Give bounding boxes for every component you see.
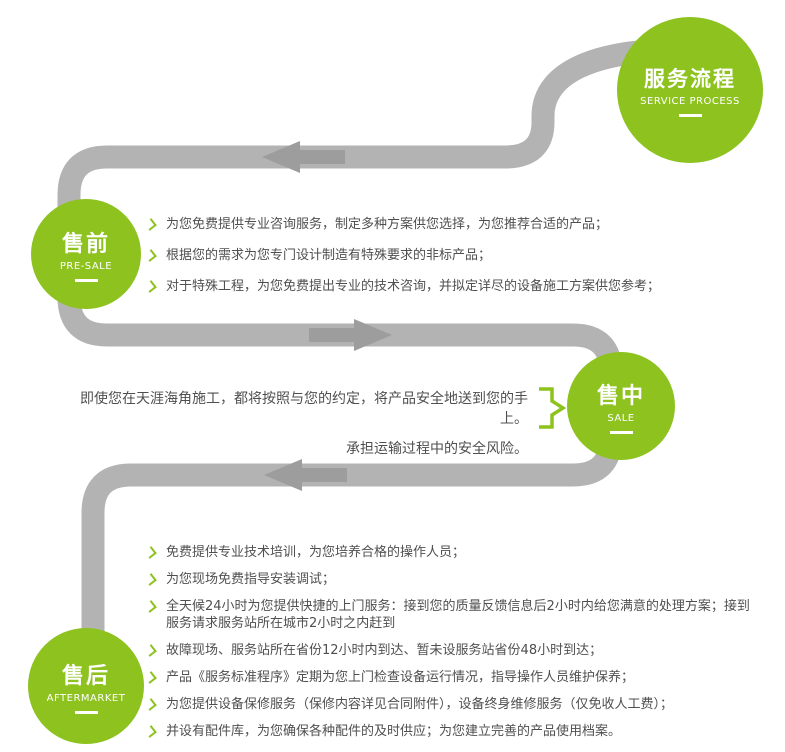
sale-label-zh: 售中 [596, 384, 645, 409]
list-item-text: 并设有配件库，为您确保各种配件的及时供应；为您建立完善的产品使用档案。 [166, 724, 622, 739]
presale-list: 为您免费提供专业咨询服务，制定多种方案供您选择，为您推荐合适的产品； 根据您的需… [144, 216, 716, 309]
road-path [57, 38, 669, 668]
list-item: 免费提供专业技术培训，为您培养合格的操作人员； [144, 544, 758, 561]
stage-circle-sale: 售中 SALE [567, 352, 675, 460]
sale-text-block: 即使您在天涯海角施工，都将按照与您的约定，将产品安全地送到您的手上。 承担运输过… [60, 389, 528, 469]
list-item-text: 为您现场免费指导安装调试； [166, 572, 336, 587]
stage-circle-presale: 售前 PRE-SALE [31, 199, 141, 309]
sale-line: 承担运输过程中的安全风险。 [346, 441, 528, 457]
chevron-marker-icon [144, 249, 157, 262]
aftersale-label-en: AFTERMARKET [46, 693, 126, 704]
list-item: 根据您的需求为您专门设计制造有特殊要求的非标产品； [144, 247, 716, 265]
list-item-text: 为您提供设备保修服务（保修内容详见合同附件），设备终身维修服务（仅免收人工费）； [166, 697, 674, 712]
divider-dash [74, 279, 98, 282]
sale-label-en: SALE [607, 413, 635, 424]
list-item: 故障现场、服务站所在省份12小时内到达、暂未设服务站省份48小时到达； [144, 642, 758, 659]
chevron-marker-icon [144, 546, 157, 559]
divider-dash [74, 711, 98, 714]
divider-dash [609, 431, 633, 434]
title-en: SERVICE PROCESS [640, 96, 740, 107]
chevron-marker-icon [144, 280, 157, 293]
divider-dash [678, 114, 702, 117]
aftersale-list: 免费提供专业技术培训，为您培养合格的操作人员； 为您现场免费指导安装调试； 全天… [144, 544, 758, 750]
chevron-marker-icon [144, 671, 157, 684]
list-item-text: 为您免费提供专业咨询服务，制定多种方案供您选择，为您推荐合适的产品； [166, 217, 609, 232]
chevron-marker-icon [144, 644, 157, 657]
list-item-text: 免费提供专业技术培训，为您培养合格的操作人员； [166, 545, 466, 560]
aftersale-label-zh: 售后 [61, 664, 110, 689]
list-item-text: 全天候24小时为您提供快捷的上门服务：接到您的质量反馈信息后2小时内给您满意的处… [166, 599, 750, 631]
list-item-text: 对于特殊工程，为您免费提出专业的技术咨询，并拟定详尽的设备施工方案供您参考； [166, 279, 661, 294]
bracket-icon [539, 387, 567, 429]
title-circle: 服务流程 SERVICE PROCESS [617, 17, 763, 163]
chevron-marker-icon [144, 725, 157, 738]
list-item: 为您提供设备保修服务（保修内容详见合同附件），设备终身维修服务（仅免收人工费）； [144, 696, 758, 713]
list-item: 为您现场免费指导安装调试； [144, 571, 758, 588]
list-item-text: 故障现场、服务站所在省份12小时内到达、暂未设服务站省份48小时到达； [166, 643, 603, 658]
list-item: 对于特殊工程，为您免费提出专业的技术咨询，并拟定详尽的设备施工方案供您参考； [144, 278, 716, 296]
arrow-left-top-icon [262, 141, 345, 173]
chevron-marker-icon [144, 573, 157, 586]
list-item: 产品《服务标准程序》定期为您上门检查设备运行情况，指导操作人员维护保养； [144, 669, 758, 686]
list-item-text: 产品《服务标准程序》定期为您上门检查设备运行情况，指导操作人员维护保养； [166, 670, 635, 685]
list-item: 并设有配件库，为您确保各种配件的及时供应；为您建立完善的产品使用档案。 [144, 723, 758, 740]
arrow-left-bottom-icon [264, 459, 347, 491]
chevron-marker-icon [144, 218, 157, 231]
chevron-marker-icon [144, 698, 157, 711]
arrow-right-middle-icon [309, 319, 392, 351]
stage-circle-aftersale: 售后 AFTERMARKET [28, 628, 144, 744]
presale-label-zh: 售前 [61, 232, 110, 257]
sale-line: 即使您在天涯海角施工，都将按照与您的约定，将产品安全地送到您的手上。 [80, 391, 528, 427]
list-item-text: 根据您的需求为您专门设计制造有特殊要求的非标产品； [166, 248, 492, 263]
chevron-marker-icon [144, 600, 157, 613]
presale-label-en: PRE-SALE [59, 261, 113, 272]
list-item: 全天候24小时为您提供快捷的上门服务：接到您的质量反馈信息后2小时内给您满意的处… [144, 598, 758, 632]
title-zh: 服务流程 [644, 67, 736, 91]
list-item: 为您免费提供专业咨询服务，制定多种方案供您选择，为您推荐合适的产品； [144, 216, 716, 234]
